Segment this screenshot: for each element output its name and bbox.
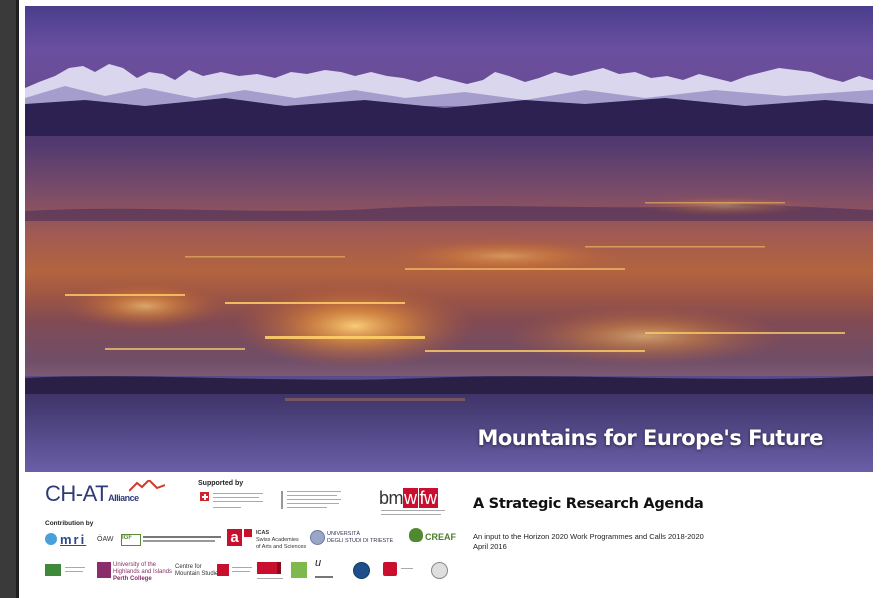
partner-text-line <box>232 567 252 568</box>
grey-seal-logo <box>431 562 448 579</box>
academies-text-2: of Arts and Sciences <box>256 544 307 550</box>
uhi-text-2: Highlands and Islands <box>113 569 173 575</box>
divider-line <box>281 491 283 509</box>
swiss-academies-logo: ICAS Swiss Academies of Arts and Science… <box>256 530 306 551</box>
swiss-admin-text-line <box>213 501 263 502</box>
partner-text-line <box>232 571 250 572</box>
dark-mountain-band <box>25 98 873 136</box>
state-secretariat-text-line <box>287 503 339 504</box>
city-light-dots <box>65 202 845 352</box>
cover-photo-night-valley: Mountains for Europe's Future <box>25 6 873 472</box>
viewer-left-border <box>0 0 19 598</box>
uhi-emblem-icon <box>97 562 111 578</box>
red-institute-logo <box>257 562 277 574</box>
igf-logo: IGF <box>121 534 141 546</box>
cover-subtitle: A Strategic Research Agenda <box>473 496 704 512</box>
ministry-text-line <box>381 514 441 515</box>
state-secretariat-text-line <box>287 491 341 492</box>
state-secretariat-text-line <box>287 507 327 508</box>
state-secretariat-text-line <box>287 495 337 496</box>
swiss-cross-icon <box>244 529 252 537</box>
partner-text-line <box>65 567 85 568</box>
mountain-studies-logo: Centre for Mountain Studies <box>175 564 221 578</box>
red-crest-logo <box>383 562 397 576</box>
lake-reflection <box>285 398 465 401</box>
state-secretariat-text-line <box>287 499 341 500</box>
shoreline <box>25 376 873 396</box>
town-glow-far <box>635 196 815 216</box>
cover-text-block: A Strategic Research Agenda An input to … <box>470 476 870 594</box>
centre-text-2: Mountain Studies <box>175 571 222 577</box>
centre-text-1: Centre for <box>175 564 202 570</box>
landscape-illustration <box>25 64 873 472</box>
ch-at-alliance-logo: CH-ATAlliance <box>45 480 165 510</box>
partner-text-line <box>257 578 283 579</box>
mri-globe-icon <box>45 533 57 545</box>
swiss-admin-text-line <box>213 497 259 498</box>
swiss-admin-text-line <box>213 493 263 494</box>
academies-text-1: Swiss Academies <box>256 537 299 543</box>
city-glow-left <box>65 282 225 330</box>
uhi-text-3: Perth College <box>113 576 152 582</box>
town-glow-upper <box>385 238 625 274</box>
oaw-logo: ÖAW <box>97 536 114 543</box>
university-seal-icon <box>310 530 325 545</box>
partner-text-line <box>65 571 83 572</box>
partner-text-line <box>315 576 333 578</box>
red-square-logo <box>217 564 229 576</box>
cover-description: An input to the Horizon 2020 Work Progra… <box>473 532 704 541</box>
uhi-logo: University of the Highlands and Islands … <box>113 562 172 583</box>
supported-by-label: Supported by <box>198 480 244 487</box>
green-leaf-logo <box>291 562 307 578</box>
bmwfw-box-w: w <box>403 488 418 508</box>
partner-text-line <box>143 536 221 538</box>
report-cover: Mountains for Europe's Future CH-ATAllia… <box>19 0 881 598</box>
academies-a-logo: a <box>227 529 242 546</box>
swiss-admin-text-line <box>213 507 241 508</box>
green-partner-logo <box>45 564 61 576</box>
red-institute-logo-stripe <box>277 562 281 574</box>
cover-date: April 2016 <box>473 542 507 551</box>
alliance-logo-text: Alliance <box>108 493 139 503</box>
blue-circle-logo <box>353 562 370 579</box>
creaf-logo: CREAF <box>425 532 456 542</box>
ch-at-logo-text: CH-AT <box>45 481 109 506</box>
trieste-university-logo: UNIVERSITÀ DEGLI STUDI DI TRIESTE <box>327 531 393 545</box>
mountain-mark-icon <box>129 480 165 492</box>
bmwfw-box-fw: fw <box>418 488 438 508</box>
mri-text: mri <box>60 532 87 547</box>
ministry-text-line <box>381 510 445 511</box>
city-glow-center <box>235 284 475 368</box>
city-glow-right <box>505 306 785 366</box>
contribution-by-label: Contribution by <box>45 520 94 527</box>
partner-text-line <box>401 568 413 569</box>
ut-logo: u <box>315 557 322 569</box>
trieste-text-2: DEGLI STUDI DI TRIESTE <box>327 538 394 544</box>
creaf-tree-icon <box>409 528 423 542</box>
trieste-text-1: UNIVERSITÀ <box>327 531 361 537</box>
uhi-text-1: University of the <box>113 562 157 568</box>
bmwfw-prefix: bm <box>379 488 404 508</box>
mri-logo: mri <box>45 532 86 547</box>
partner-text-line <box>143 540 215 542</box>
lake-water <box>25 394 873 472</box>
swiss-confederation-flag-icon <box>200 492 209 501</box>
cover-title: Mountains for Europe's Future <box>477 426 823 450</box>
icas-text: ICAS <box>256 530 270 536</box>
